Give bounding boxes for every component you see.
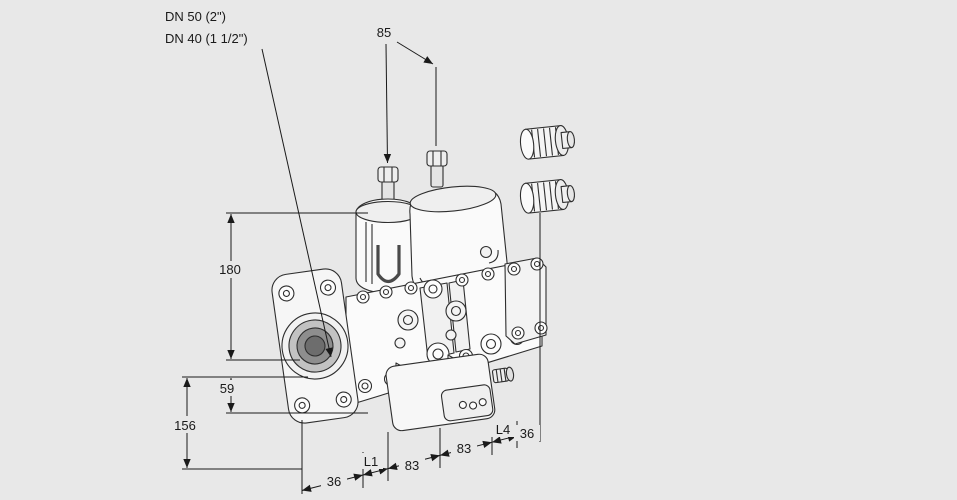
dimension-labels: DN 50 (2") DN 40 (1 1/2") 85 180 59 156 …: [165, 9, 540, 489]
spare-fitting-lower: [519, 179, 576, 214]
dimension-180: [226, 212, 368, 361]
dimension-85: [383, 41, 437, 164]
label-dn50: DN 50 (2"): [165, 9, 226, 24]
connector-stub: [491, 366, 515, 384]
dim-label-83-left: 83: [405, 458, 419, 473]
inlet-flange: [271, 268, 359, 424]
valve-illustration: [271, 125, 576, 432]
bottom-module: [385, 353, 496, 432]
dim-label-l4: L4: [496, 422, 510, 437]
dn-leader-line: [261, 48, 333, 358]
dim-label-36-left: 36: [327, 474, 341, 489]
dim-label-180: 180: [219, 262, 241, 277]
dim-label-156: 156: [174, 418, 196, 433]
outlet-flange: [504, 257, 548, 345]
dim-label-l1: L1: [364, 454, 378, 469]
coil-yoke: [376, 245, 401, 284]
dimension-annotations: [182, 41, 541, 494]
dim-label-85: 85: [377, 25, 391, 40]
dim-label-36-right: 36: [520, 426, 534, 441]
dim-label-83-right: 83: [457, 441, 471, 456]
spare-fitting-upper: [519, 125, 576, 160]
dim-label-59: 59: [220, 381, 234, 396]
label-dn40: DN 40 (1 1/2"): [165, 31, 248, 46]
actuator-right: [409, 150, 508, 293]
